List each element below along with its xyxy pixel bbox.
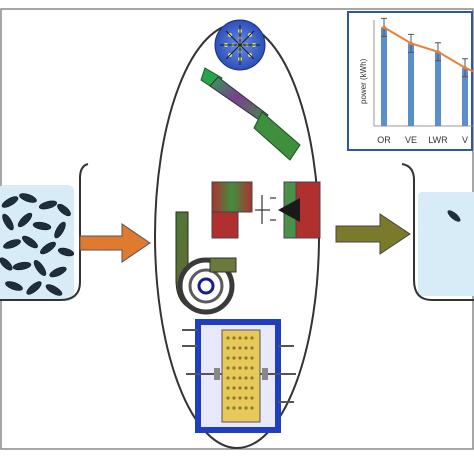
inset-chart: power (kWh) OR VE LWR V xyxy=(347,11,474,151)
chart-tick-label: VE xyxy=(405,135,417,145)
gear-disc-icon xyxy=(214,19,266,71)
inset-chart-frame xyxy=(347,11,473,151)
chart-tick-label: LWR xyxy=(428,135,448,145)
cutting-die-icon xyxy=(211,181,321,239)
chart-point xyxy=(409,41,413,46)
output-arrow xyxy=(335,213,411,255)
rice-grains-icon xyxy=(0,193,75,296)
chart-bar-or xyxy=(381,27,387,127)
output-beaker-outline xyxy=(401,163,474,301)
chart-bar-v xyxy=(462,67,468,126)
chart-point xyxy=(463,65,467,70)
single-grain-icon xyxy=(447,210,461,222)
output-beaker xyxy=(401,163,474,301)
coil-icon xyxy=(177,257,237,315)
tapered-tube-icon xyxy=(200,67,301,161)
heat-exchanger-icon xyxy=(182,319,296,433)
output-water xyxy=(418,192,474,296)
chart-tick-label: OR xyxy=(377,135,391,145)
chart-bar-lwr xyxy=(435,51,441,126)
chart-bar-ve xyxy=(408,43,414,126)
chart-point xyxy=(382,25,386,30)
chart-ylabel: power (kWh) xyxy=(359,58,368,104)
input-arrow xyxy=(79,223,151,263)
chart-point xyxy=(436,50,440,54)
input-beaker xyxy=(0,163,89,301)
chart-marks: OR VE LWR V xyxy=(377,17,474,145)
chart-tick-label: V xyxy=(462,135,468,145)
input-beaker-outline xyxy=(0,163,89,301)
